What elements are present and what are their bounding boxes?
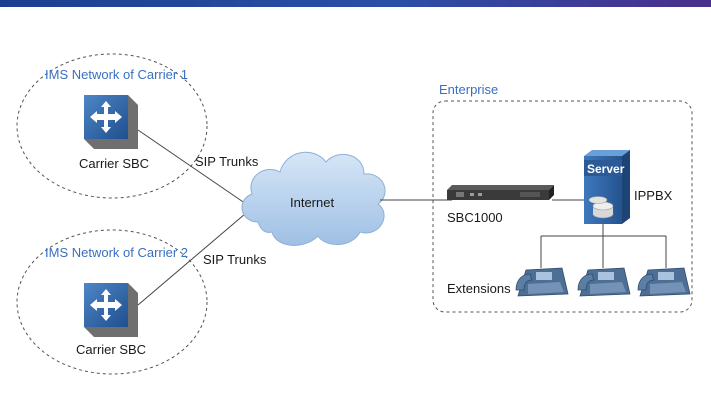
sbc-switch-icon [84,95,138,149]
sip-trunks-label-1: SIP Trunks [195,154,259,169]
cloud-icon [241,151,386,246]
server-icon [584,150,630,224]
sip-trunk-line-1 [137,129,253,209]
carrier1-device-label: Carrier SBC [79,156,149,171]
ip-phone-icon [637,267,691,297]
carrier2-network-label: IMS Network of Carrier 2 [45,245,188,260]
carrier2-network-boundary [16,229,208,375]
ippbx-label: IPPBX [634,188,673,203]
sbc-switch-icon [84,283,138,337]
enterprise-label: Enterprise [439,82,498,97]
extensions-label: Extensions [447,281,511,296]
carrier2-device-label: Carrier SBC [76,342,146,357]
carrier1-network-label: IMS Network of Carrier 1 [45,67,188,82]
ip-phone-icon [577,267,631,297]
top-banner-bar [0,0,711,7]
sip-trunks-label-2: SIP Trunks [203,252,267,267]
sip-trunk-line-2 [137,207,253,306]
sbc1000-label: SBC1000 [447,210,503,225]
internet-label: Internet [290,195,334,210]
carrier1-network-boundary [16,53,208,199]
enterprise-boundary [432,100,693,313]
rack-device-icon [447,185,554,200]
server-header-label: Server [587,162,625,176]
ip-phone-icon [515,267,569,297]
